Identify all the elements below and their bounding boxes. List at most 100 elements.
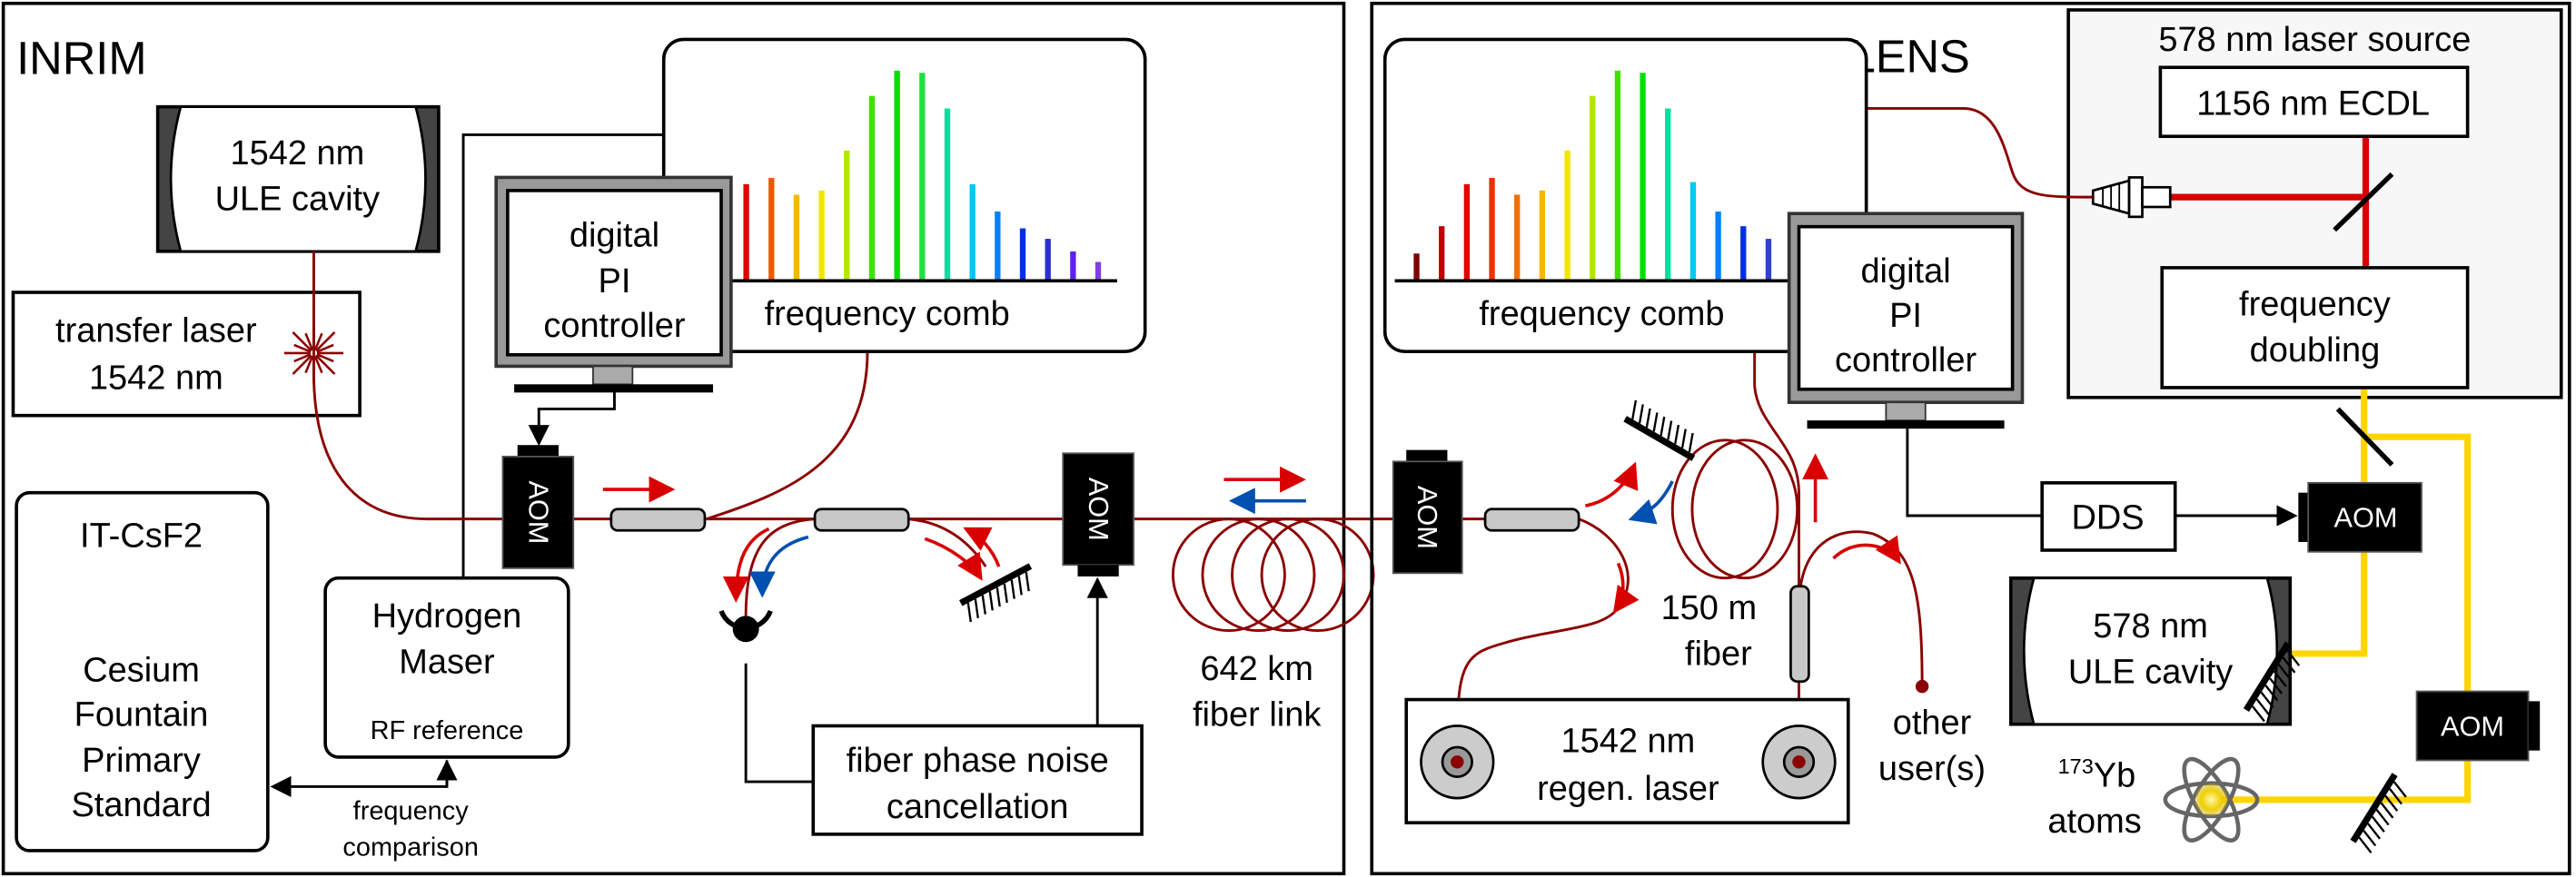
comparison-label: frequency (353, 797, 470, 826)
mirror-icon (2350, 773, 2407, 853)
fiber-coupler-vertical (1789, 585, 1810, 684)
transfer-laser-wavelength: 1542 nm (89, 360, 223, 398)
atoms-species: 173Yb (2058, 754, 2136, 794)
svg-text:AOM: AOM (2333, 502, 2397, 534)
detector-to-fpnc-wire (744, 663, 814, 783)
comparison-arrow-left (270, 760, 449, 798)
hydrogen-maser-box (323, 576, 570, 759)
comb-tooth (1765, 239, 1772, 281)
pi-controller-monitor: digital PI controller (494, 175, 733, 393)
comb-to-collimator-fiber (1866, 107, 2094, 199)
beam-splitter-icon (2335, 407, 2394, 467)
fiber-reel-icon (1420, 724, 1495, 800)
svg-text:DDS: DDS (2071, 498, 2144, 537)
comb-tooth (1045, 239, 1051, 281)
comb-tooth (818, 190, 825, 281)
svg-text:frequency: frequency (2239, 285, 2391, 323)
inrim-title: INRIM (16, 32, 146, 84)
ecdl-box (2158, 65, 2470, 139)
frequency-comb-label: frequency comb (765, 295, 1010, 333)
comb-tooth (1019, 228, 1026, 281)
svg-text:digital: digital (570, 216, 659, 254)
fiber-coupler (609, 507, 707, 532)
comb-tooth (768, 177, 775, 281)
pi-controller-monitor-lens: digital PI controller (1787, 212, 2025, 429)
comb-tooth (969, 183, 976, 281)
comb-tooth (1614, 70, 1621, 281)
comb-tooth (1640, 73, 1646, 281)
mirror-icon (959, 563, 1033, 623)
frequency-comb-label: frequency comb (1479, 295, 1724, 333)
return-arrow-red (722, 527, 770, 603)
from-mirror-arrow (963, 527, 1001, 567)
maser-to-comb-wire (461, 133, 664, 578)
comb-tooth (1439, 226, 1445, 281)
aom-lens-input: AOM (1392, 449, 1463, 575)
comb-tooth (868, 95, 876, 281)
svg-text:RF reference: RF reference (371, 716, 524, 745)
comb-tooth (995, 211, 1001, 281)
aom-inrim-1: AOM (501, 445, 575, 569)
ule-cavity-578: 578 nm ULE cavity (2009, 576, 2293, 726)
lens-title: LENS (1850, 31, 1970, 83)
main-fiber (312, 251, 1397, 521)
fpnc-box (811, 724, 1144, 836)
comb-tooth (894, 70, 900, 281)
atom-icon (2163, 756, 2260, 843)
other-users-fiber (1798, 530, 1924, 687)
svg-text:regen. laser: regen. laser (1537, 770, 1719, 808)
link-length-label: 642 km (1200, 650, 1313, 688)
controller-to-aom-wire (528, 390, 616, 447)
yellow-beam-cavity (2290, 387, 2368, 657)
comb-tooth (944, 108, 951, 281)
comb-tooth (743, 183, 749, 281)
svg-text:atoms: atoms (2047, 803, 2141, 841)
fiber-150m-label: 150 m (1661, 589, 1758, 627)
svg-text:1542 nm: 1542 nm (1561, 722, 1696, 760)
to-users-arrow (1832, 535, 1901, 565)
aom-lens-dds: AOM (2298, 481, 2422, 553)
mirror-icon (1623, 399, 1696, 461)
comb-tooth (1689, 182, 1697, 281)
svg-text:Standard: Standard (71, 786, 211, 824)
controller-to-dds-wire (1906, 429, 2043, 517)
svg-text:ULE cavity: ULE cavity (2068, 653, 2233, 691)
fiber-coupler (1483, 507, 1580, 532)
svg-text:Hydrogen: Hydrogen (372, 597, 522, 636)
svg-text:doubling: doubling (2250, 331, 2381, 370)
svg-text:Maser: Maser (399, 644, 495, 682)
cesium-fountain-name: IT-CsF2 (80, 517, 203, 555)
svg-text:AOM: AOM (522, 480, 554, 544)
comb-tooth (1564, 150, 1570, 281)
svg-text:AOM: AOM (2441, 710, 2504, 742)
fiber-spool-150m (1670, 438, 1779, 580)
svg-text:Primary: Primary (82, 742, 201, 780)
svg-text:AOM: AOM (1412, 486, 1443, 549)
svg-text:578 nm: 578 nm (2093, 607, 2208, 645)
fiber-collimator-icon (2091, 176, 2172, 219)
comb-tooth (844, 150, 850, 281)
svg-text:Fountain: Fountain (74, 696, 209, 734)
svg-text:cancellation: cancellation (887, 788, 1069, 826)
comb-tooth (1095, 261, 1102, 281)
comb-spectrum (743, 70, 1102, 281)
svg-text:1542 nm: 1542 nm (230, 134, 364, 172)
fiber-end-dot (1915, 679, 1929, 694)
svg-text:PI: PI (599, 262, 631, 301)
svg-text:comparison: comparison (342, 833, 478, 862)
svg-text:fiber: fiber (1685, 636, 1752, 674)
svg-text:PI: PI (1889, 297, 1922, 335)
frequency-doubling-box (2160, 266, 2470, 389)
fiber-reel-icon (1761, 724, 1837, 800)
from-mirror-arrow-blue (1628, 480, 1674, 525)
svg-text:digital: digital (1860, 252, 1950, 291)
to-regen-arrow (1612, 562, 1640, 614)
svg-text:Cesium: Cesium (83, 652, 200, 690)
to-mirror-arrow (1584, 461, 1639, 507)
comb-tooth (793, 194, 800, 281)
cesium-fountain-box (15, 490, 270, 852)
transfer-laser-label: transfer laser (55, 311, 257, 350)
return-arrow-blue (748, 535, 809, 598)
aom-inrim-2: AOM (1062, 452, 1134, 576)
